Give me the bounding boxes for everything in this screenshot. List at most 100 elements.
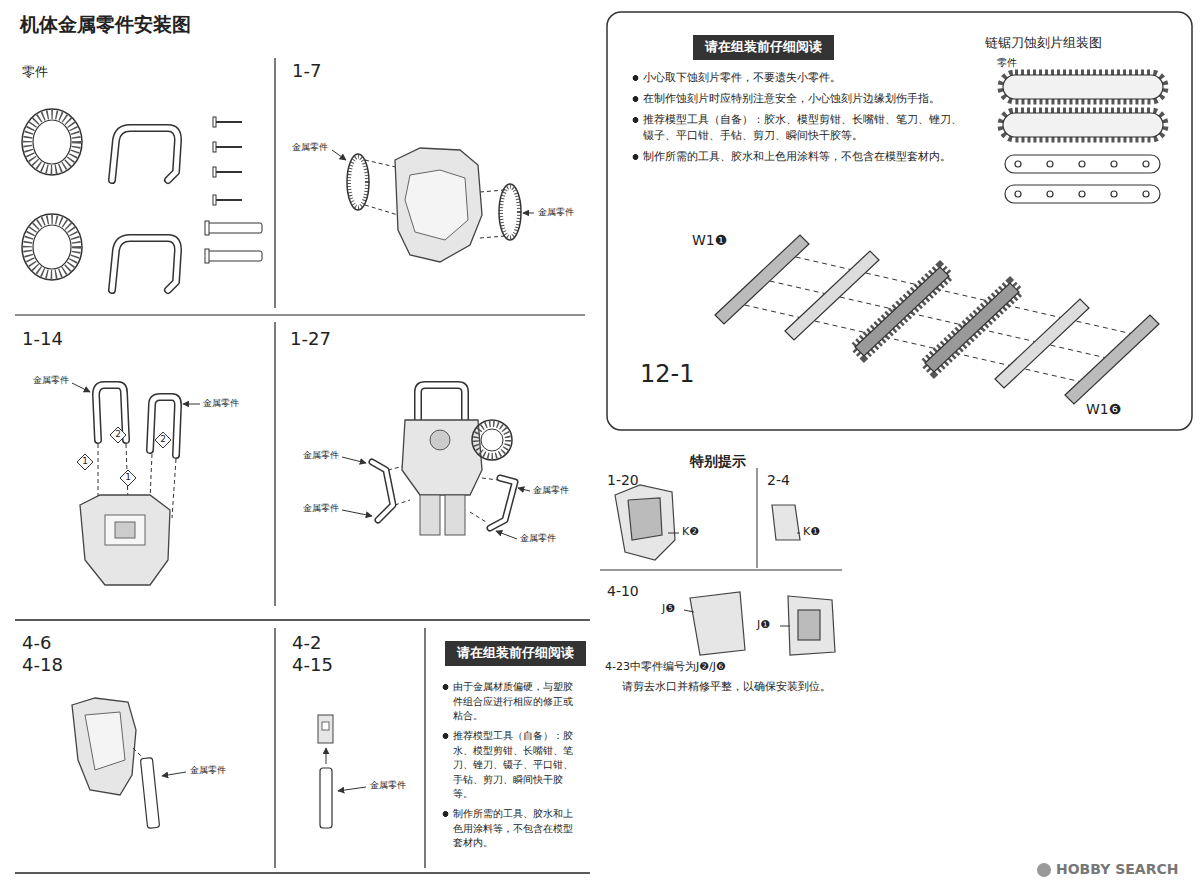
note-text: 在制作蚀刻片时应特别注意安全，小心蚀刻片边缘划伤手指。 bbox=[632, 91, 972, 107]
part-label: 金属零件 bbox=[190, 765, 226, 776]
step-diamond bbox=[120, 470, 136, 486]
panel-divider bbox=[15, 314, 585, 315]
assembly-dash bbox=[150, 454, 152, 500]
part-label: 4-23中零件编号为J❷/J❻ bbox=[605, 660, 726, 673]
metal-pin bbox=[216, 199, 242, 201]
metal-pin bbox=[140, 758, 159, 829]
saw-blade bbox=[1003, 113, 1163, 137]
chain-plate bbox=[1111, 191, 1117, 197]
leader-line bbox=[518, 488, 530, 491]
plastic-part bbox=[772, 505, 800, 540]
metal-pin bbox=[207, 251, 262, 261]
watermark: HOBBY SEARCH bbox=[1056, 861, 1178, 878]
step-panel: 1-14 bbox=[15, 320, 270, 610]
metal-bracket bbox=[96, 385, 178, 455]
leader-line bbox=[72, 383, 200, 404]
note-text: 推荐模型工具（自备）：胶水、模型剪钳、长嘴钳、笔刀、锉刀、镊子、平口钳、手钻、剪… bbox=[442, 729, 582, 802]
chain-plate bbox=[1065, 315, 1159, 404]
metal-ring bbox=[22, 109, 82, 175]
metal-pin bbox=[140, 758, 159, 829]
panel-label: 1-7 bbox=[292, 58, 321, 84]
leader-line bbox=[338, 787, 366, 791]
saw-blade bbox=[1003, 75, 1163, 137]
assembly-dash bbox=[480, 190, 505, 192]
metal-ring bbox=[22, 214, 82, 280]
part-label: W1❻ bbox=[1086, 401, 1121, 418]
part-label: 2-4 bbox=[767, 472, 790, 489]
leader-line bbox=[162, 772, 186, 776]
plastic-part bbox=[80, 495, 170, 585]
chain-plate bbox=[1079, 161, 1085, 167]
leader-line bbox=[523, 213, 534, 214]
robot-body bbox=[418, 385, 465, 420]
chain-plate bbox=[715, 235, 1159, 404]
saw-blade bbox=[1003, 113, 1163, 137]
plastic-part bbox=[690, 592, 745, 655]
metal-pin bbox=[216, 171, 242, 173]
watermark-logo bbox=[1037, 863, 1051, 877]
step-panel: 4-64-18 bbox=[15, 625, 270, 870]
heading-bar: 请在组装前仔细阅读 bbox=[445, 641, 586, 666]
panel-label: 1-14 bbox=[22, 326, 63, 352]
notice-panel: 由于金属材质偏硬，与塑胶件组合应进行相应的修正或粘合。推荐模型工具（自备）：胶水… bbox=[430, 625, 590, 870]
metal-leg bbox=[372, 462, 393, 520]
chain-plate bbox=[1143, 161, 1149, 167]
heading-text: 请在组装前仔细阅读 bbox=[705, 38, 822, 57]
chain-plate bbox=[855, 267, 949, 356]
panel-label: 4-18 bbox=[22, 652, 63, 678]
metal-pin bbox=[205, 221, 209, 235]
callout-number: 1 bbox=[78, 456, 92, 467]
assembly-dash bbox=[480, 236, 505, 238]
metal-pin bbox=[216, 146, 242, 148]
leader-line bbox=[797, 533, 800, 534]
assembly-dash bbox=[365, 205, 398, 215]
chain-plate bbox=[1015, 161, 1021, 167]
metal-leg bbox=[490, 478, 515, 528]
panel-label: 特别提示 bbox=[690, 451, 746, 471]
metal-bracket bbox=[112, 128, 178, 290]
part-label: 4-10 bbox=[607, 583, 639, 600]
note-text: 推荐模型工具（自备）：胶水、模型剪钳、长嘴钳、笔刀、锉刀、镊子、平口钳、手钻、剪… bbox=[632, 112, 972, 144]
metal-pin bbox=[216, 121, 242, 123]
metal-pin bbox=[213, 142, 216, 152]
part-label: 金属零件 bbox=[292, 142, 328, 153]
callout-number: 1 bbox=[121, 472, 135, 483]
chain-plate bbox=[995, 299, 1089, 388]
panel-divider bbox=[15, 872, 590, 874]
plastic-part bbox=[322, 722, 329, 730]
panel-label: 4-6 bbox=[22, 630, 51, 656]
plastic-part bbox=[628, 498, 662, 540]
saw-blade bbox=[1003, 75, 1163, 99]
tips-divider bbox=[600, 570, 842, 571]
panel-label: 零件 bbox=[22, 63, 48, 82]
step-diamond bbox=[77, 454, 93, 470]
metal-pin bbox=[320, 768, 332, 828]
robot-body bbox=[445, 495, 465, 535]
metal-leg bbox=[372, 462, 515, 528]
part-label: 金属零件 bbox=[370, 780, 406, 791]
heading-bar: 请在组装前仔细阅读 bbox=[693, 35, 834, 60]
panel-divider bbox=[274, 322, 275, 606]
robot-body bbox=[430, 430, 450, 450]
panel-divider bbox=[15, 58, 590, 873]
chain-plate bbox=[1005, 185, 1160, 203]
step-panel: 1-7 bbox=[280, 55, 585, 310]
plastic-part bbox=[318, 715, 333, 743]
plastic-part bbox=[80, 495, 170, 585]
page-title: 机体金属零件安装图 bbox=[20, 13, 191, 36]
leader-line bbox=[332, 150, 534, 213]
step-diamond bbox=[77, 427, 171, 486]
note-text: 小心取下蚀刻片零件，不要遗失小零件。 bbox=[632, 70, 972, 86]
assembly-dash bbox=[470, 512, 486, 522]
panel-divider bbox=[274, 58, 275, 308]
metal-bracket bbox=[112, 238, 178, 290]
plastic-part bbox=[115, 522, 135, 538]
part-label: J❶ bbox=[757, 618, 770, 631]
robot-body bbox=[420, 495, 440, 535]
metal-pin bbox=[213, 167, 216, 177]
part-label: W1❶ bbox=[692, 232, 727, 249]
plastic-part bbox=[105, 515, 145, 545]
panel-divider bbox=[424, 628, 425, 868]
part-label: 金属零件 bbox=[538, 207, 574, 218]
